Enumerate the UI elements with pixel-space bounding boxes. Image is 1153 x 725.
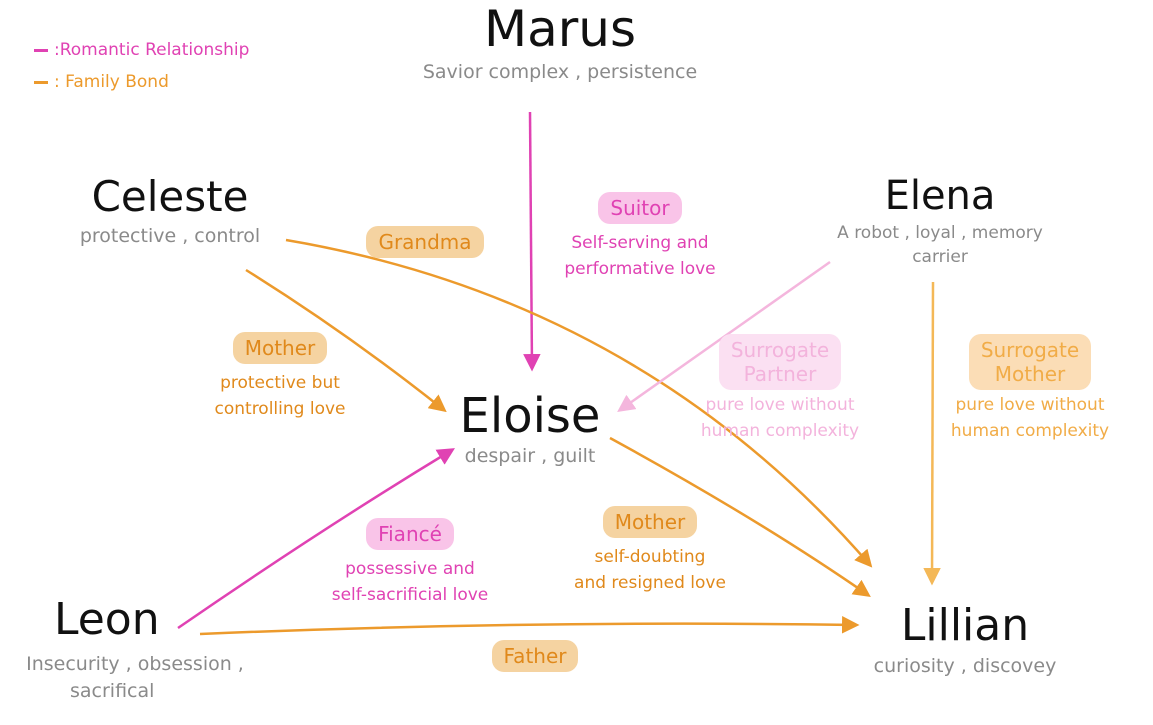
romantic-dash-icon <box>34 48 48 52</box>
node-eloise: Eloise despair , guilt <box>445 392 615 469</box>
rel-surrogate-partner-desc-2: human complexity <box>700 421 860 442</box>
rel-grandma-badge: Grandma <box>366 226 484 258</box>
node-elena-traits-1: A robot , loyal , memory <box>837 223 1043 243</box>
rel-surrogate-partner-label-1: Surrogate <box>730 338 830 362</box>
rel-surrogate-partner: Surrogate Partner pure love without huma… <box>690 334 870 445</box>
rel-mother-eloise-badge: Mother <box>602 506 698 538</box>
rel-mother-eloise: Mother self-doubting and resigned love <box>550 506 750 597</box>
edge-leon-eloise <box>177 448 455 630</box>
rel-suitor: Suitor Self-serving and performative lov… <box>540 192 740 283</box>
node-eloise-traits: despair , guilt <box>464 445 596 467</box>
node-lillian: Lillian curiosity , discovey <box>850 604 1080 679</box>
rel-fiance-badge: Fiancé <box>366 518 454 550</box>
node-marus-traits: Savior complex , persistence <box>422 61 698 83</box>
node-lillian-traits: curiosity , discovey <box>873 655 1057 677</box>
rel-fiance-desc-2: self-sacrificial love <box>331 585 489 606</box>
rel-suitor-desc-2: performative love <box>564 259 716 280</box>
rel-surrogate-mother-desc-2: human complexity <box>950 421 1110 442</box>
rel-surrogate-mother-desc-1: pure love without <box>955 395 1105 415</box>
edge-marus-eloise <box>523 111 541 372</box>
node-leon-traits-2: sacrifical <box>70 679 155 702</box>
rel-surrogate-mother-label-1: Surrogate <box>980 338 1080 362</box>
node-marus-name: Marus <box>483 0 637 58</box>
legend-family-label: : Family Bond <box>54 72 169 92</box>
rel-fiance-desc-1: possessive and <box>345 559 475 579</box>
edge-eloise-lillian <box>609 436 871 597</box>
rel-surrogate-partner-label-2: Partner <box>743 362 817 386</box>
rel-mother-eloise-desc-1: self-doubting <box>594 547 706 567</box>
edge-celeste-eloise <box>245 268 447 413</box>
node-celeste-name: Celeste <box>91 172 249 221</box>
legend-family: : Family Bond <box>34 66 249 98</box>
rel-mother-celeste: Mother protective but controlling love <box>180 332 380 423</box>
rel-surrogate-partner-badge: Surrogate Partner <box>718 334 842 390</box>
node-celeste: Celeste protective , control <box>60 176 280 249</box>
rel-mother-celeste-desc-1: protective but <box>220 373 340 393</box>
rel-surrogate-mother: Surrogate Mother pure love without human… <box>930 334 1130 445</box>
node-elena-name: Elena <box>884 173 996 219</box>
rel-mother-eloise-desc-2: and resigned love <box>574 573 726 594</box>
node-marus: Marus Savior complex , persistence <box>390 4 730 85</box>
edge-elena-lillian <box>923 281 941 586</box>
node-lillian-name: Lillian <box>900 600 1030 651</box>
node-elena: Elena A robot , loyal , memory carrier <box>825 176 1055 268</box>
node-leon-name: Leon <box>54 594 160 645</box>
legend: :Romantic Relationship : Family Bond <box>34 34 249 98</box>
edge-leon-lillian <box>199 616 860 636</box>
rel-mother-celeste-badge: Mother <box>232 332 328 364</box>
rel-mother-celeste-desc-2: controlling love <box>214 399 346 420</box>
node-elena-traits-2: carrier <box>912 247 968 268</box>
rel-grandma: Grandma <box>350 226 500 258</box>
legend-romantic-label: :Romantic Relationship <box>54 40 250 60</box>
rel-surrogate-partner-desc-1: pure love without <box>705 395 855 415</box>
rel-father-badge: Father <box>491 640 579 672</box>
rel-fiance: Fiancé possessive and self-sacrificial l… <box>295 518 525 609</box>
node-eloise-name: Eloise <box>459 388 601 444</box>
rel-suitor-desc-1: Self-serving and <box>571 233 709 253</box>
node-leon: Leon Insecurity , obsession , sacrifical <box>10 598 260 703</box>
rel-surrogate-mother-label-2: Mother <box>994 362 1066 386</box>
node-celeste-traits: protective , control <box>79 225 261 247</box>
edge-celeste-lillian <box>285 238 873 568</box>
rel-father: Father <box>460 640 610 672</box>
node-leon-traits-1: Insecurity , obsession , <box>26 653 244 675</box>
family-dash-icon <box>34 80 48 84</box>
legend-romantic: :Romantic Relationship <box>34 34 249 66</box>
rel-surrogate-mother-badge: Surrogate Mother <box>968 334 1092 390</box>
rel-suitor-badge: Suitor <box>598 192 682 224</box>
